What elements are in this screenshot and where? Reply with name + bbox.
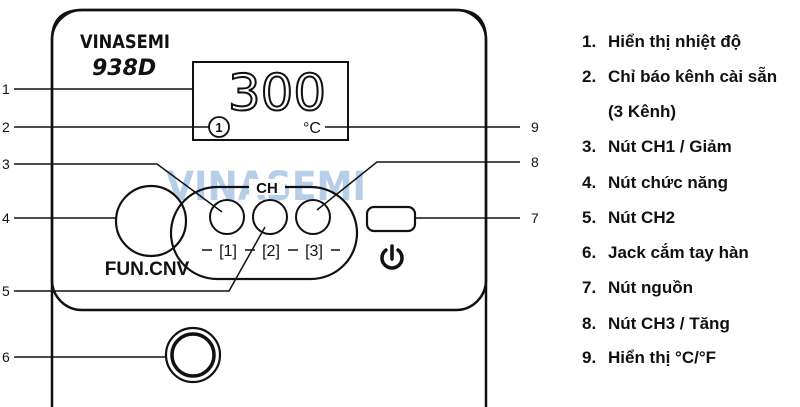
callout-8: 8 (531, 154, 539, 170)
ch3-button[interactable] (295, 199, 331, 235)
legend-number: 9. (582, 348, 597, 367)
display-window (192, 61, 349, 141)
ch-label: CH (256, 180, 278, 197)
legend-item: 6. Jack cắm tay hàn (582, 243, 749, 263)
legend-item: 7. Nút nguồn (582, 278, 693, 298)
callout-7: 7 (531, 210, 539, 226)
legend-text: Nút CH2 (608, 208, 676, 227)
temperature-readout: 300 (228, 64, 326, 122)
ch1-number: [1] (219, 243, 237, 260)
power-icon (380, 244, 404, 270)
callout-4: 4 (2, 210, 10, 226)
legend-item: 3. Nút CH1 / Giảm (582, 137, 732, 157)
ch-label-gap (249, 179, 285, 195)
legend-text: Hiển thị nhiệt độ (608, 32, 742, 51)
legend-number: 4. (582, 173, 597, 192)
callout-1: 1 (2, 81, 10, 97)
legend-text: Nút CH1 / Giảm (608, 137, 732, 156)
iron-jack-outer[interactable] (164, 326, 222, 384)
callout-2: 2 (2, 119, 10, 135)
function-button-label: FUN.CNV (105, 259, 190, 280)
legend-item: 5. Nút CH2 (582, 208, 675, 228)
legend-text: Hiển thị °C/°F (608, 348, 717, 367)
callout-9: 9 (531, 119, 539, 135)
channel-indicator-number: 1 (215, 120, 222, 135)
model-text: 938D (92, 56, 156, 81)
unit-indicator: °C (303, 120, 321, 137)
legend-text: Nút chức năng (608, 173, 728, 192)
legend-text: Nút CH3 / Tăng (608, 314, 730, 333)
legend-number: 8. (582, 314, 597, 333)
legend-text: Jack cắm tay hàn (608, 243, 749, 262)
ch3-number: [3] (305, 243, 323, 260)
callout-6: 6 (2, 349, 10, 365)
legend-item: (3 Kênh) (582, 102, 676, 122)
callout-3: 3 (2, 156, 10, 172)
leader-3 (14, 163, 223, 213)
legend-number: 1. (582, 32, 597, 51)
legend-text: (3 Kênh) (608, 102, 676, 121)
leader-5 (14, 226, 266, 292)
function-button[interactable] (114, 184, 188, 258)
legend-number: 6. (582, 243, 597, 262)
legend-item: 9. Hiển thị °C/°F (582, 348, 716, 368)
ch2-button[interactable] (252, 199, 288, 235)
legend-item: 2. Chỉ báo kênh cài sẵn (582, 67, 777, 87)
legend-number: 3. (582, 137, 597, 156)
legend-item: 1. Hiển thị nhiệt độ (582, 32, 741, 52)
callout-5: 5 (2, 283, 10, 299)
legend-item: 8. Nút CH3 / Tăng (582, 314, 730, 334)
legend-text: Nút nguồn (608, 278, 693, 297)
power-button[interactable] (365, 205, 417, 233)
channel-capsule (169, 185, 359, 281)
brand-logo-text: VINASEMI (80, 31, 170, 53)
control-panel (50, 8, 488, 312)
legend-text: Chỉ báo kênh cài sẵn (608, 67, 778, 86)
legend-item: 4. Nút chức năng (582, 173, 728, 193)
iron-jack-inner (170, 332, 216, 378)
legend-number: 5. (582, 208, 597, 227)
leader-lines (14, 88, 520, 358)
legend-number: 7. (582, 278, 597, 297)
legend-number: 2. (582, 67, 597, 86)
ch1-button[interactable] (209, 199, 245, 235)
leader-8 (316, 161, 520, 211)
ch2-number: [2] (262, 243, 280, 260)
